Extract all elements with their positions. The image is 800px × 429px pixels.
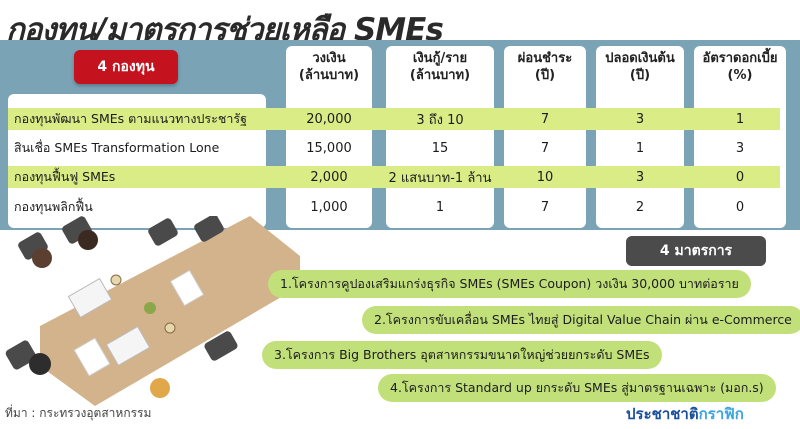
chair-icon bbox=[5, 340, 37, 370]
column-header-line: วงเงิน bbox=[312, 51, 346, 66]
column-card-repay bbox=[504, 46, 586, 228]
column-header-line: เงินกู้/ราย bbox=[412, 51, 468, 66]
cell-grace: 3 bbox=[635, 169, 645, 185]
column-header-budget: วงเงิน (ล้านบาท) bbox=[286, 50, 372, 84]
column-header-interest: อัตราดอกเบี้ย (%) bbox=[694, 50, 786, 84]
cup-icon bbox=[110, 274, 122, 286]
column-card-budget bbox=[286, 46, 372, 228]
fund-name: กองทุนพลิกฟื้น bbox=[14, 199, 93, 214]
column-header-unit: (%) bbox=[727, 68, 753, 83]
cell-budget: 1,000 bbox=[310, 199, 348, 215]
source-note: ที่มา : กระทรวงอุตสาหกรรม bbox=[5, 406, 152, 420]
column-header-unit: (ล้านบาท) bbox=[409, 68, 471, 83]
cell-repay: 7 bbox=[540, 199, 550, 215]
laptop-icon bbox=[67, 277, 113, 319]
measure-item: 2.โครงการขับเคลื่อน SMEs ไทยสู่ Digital … bbox=[362, 306, 800, 334]
cell-interest: 3 bbox=[735, 140, 745, 156]
cell-grace: 2 bbox=[635, 199, 645, 215]
cell-repay: 7 bbox=[540, 140, 550, 156]
cell-loan: 15 bbox=[431, 140, 449, 156]
chair-icon bbox=[194, 216, 224, 242]
column-card-interest bbox=[694, 46, 786, 228]
chair-icon bbox=[204, 331, 238, 361]
table-row-band bbox=[8, 108, 780, 130]
paper-icon bbox=[169, 269, 205, 307]
column-header-line: ผ่อนชำระ bbox=[517, 51, 573, 66]
cell-budget: 2,000 bbox=[310, 169, 348, 185]
fund-name: กองทุนพัฒนา SMEs ตามแนวทางประชารัฐ bbox=[14, 111, 247, 126]
column-header-unit: (ล้านบาท) bbox=[298, 68, 360, 83]
person-head-icon bbox=[32, 248, 52, 268]
cup-icon bbox=[164, 322, 176, 334]
column-card-grace bbox=[596, 46, 684, 228]
table-row-band bbox=[8, 166, 780, 188]
column-card-loan bbox=[386, 46, 494, 228]
cell-repay: 7 bbox=[540, 111, 550, 127]
cell-repay: 10 bbox=[536, 169, 554, 185]
column-header-unit: (ปี) bbox=[534, 68, 556, 83]
cell-loan: 1 bbox=[435, 199, 445, 215]
measures-badge: 4 มาตรการ bbox=[626, 236, 766, 266]
column-header-grace: ปลอดเงินต้น (ปี) bbox=[596, 50, 684, 84]
meeting-illustration bbox=[5, 216, 300, 406]
column-header-line: อัตราดอกเบี้ย bbox=[702, 51, 778, 66]
person-head-icon bbox=[29, 353, 51, 375]
measure-item: 3.โครงการ Big Brothers อุตสาหกรรมขนาดใหญ… bbox=[262, 341, 662, 369]
person-head-icon bbox=[150, 378, 170, 398]
logo-part-primary: ประชาชาติ bbox=[626, 405, 699, 423]
cell-loan: 2 แสนบาท-1 ล้าน bbox=[388, 170, 492, 186]
brand-logo: ประชาชาติกราฟิก bbox=[626, 402, 744, 426]
laptop-icon bbox=[105, 325, 151, 367]
measure-item: 1.โครงการคูปองเสริมแกร่งธุรกิจ SMEs (SME… bbox=[268, 270, 751, 298]
logo-part-secondary: กราฟิก bbox=[698, 405, 744, 423]
fund-name: กองทุนฟื้นฟู SMEs bbox=[14, 169, 116, 184]
paper-icon bbox=[73, 337, 111, 377]
measure-item: 4.โครงการ Standard up ยกระดับ SMEs สู่มา… bbox=[378, 374, 776, 402]
cell-interest: 0 bbox=[735, 169, 745, 185]
cell-budget: 20,000 bbox=[306, 111, 352, 127]
fund-name: สินเชื่อ SMEs Transformation Lone bbox=[14, 140, 220, 155]
column-header-repay: ผ่อนชำระ (ปี) bbox=[504, 50, 586, 84]
column-header-unit: (ปี) bbox=[629, 68, 651, 83]
person-head-icon bbox=[78, 230, 98, 250]
plant-icon bbox=[144, 302, 156, 314]
column-header-line: ปลอดเงินต้น bbox=[605, 51, 675, 66]
column-header-loan: เงินกู้/ราย (ล้านบาท) bbox=[386, 50, 494, 84]
chair-icon bbox=[148, 218, 178, 246]
cell-interest: 0 bbox=[735, 199, 745, 215]
cell-interest: 1 bbox=[735, 111, 745, 127]
cell-grace: 1 bbox=[635, 140, 645, 156]
funds-badge: 4 กองทุน bbox=[74, 50, 178, 84]
cell-loan: 3 ถึง 10 bbox=[416, 112, 464, 128]
cell-grace: 3 bbox=[635, 111, 645, 127]
cell-budget: 15,000 bbox=[306, 140, 352, 156]
